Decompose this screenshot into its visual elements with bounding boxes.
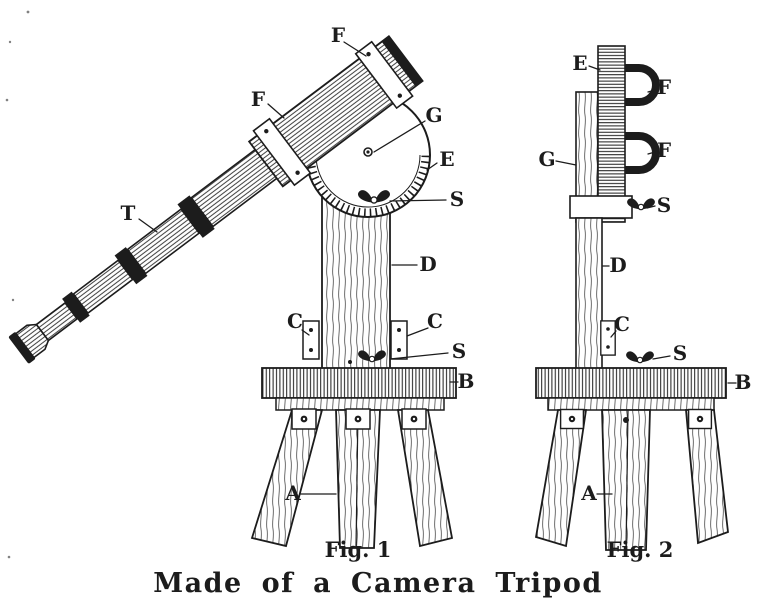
fig2-middle-leg-bolt — [623, 417, 629, 423]
fig1-leg-left — [250, 409, 324, 548]
fig1-telescope-tube — [8, 35, 424, 364]
fig2-tripod-head — [535, 367, 727, 399]
fig2-clamp-top — [625, 64, 660, 106]
fig2-leg-hinge-left — [559, 408, 585, 430]
fig2-leg-left — [534, 409, 588, 548]
fig1-leg-right — [396, 409, 454, 548]
fig1-telescope-on-tripod: F F G E S T D C C S B A — [8, 23, 475, 549]
figure-main-caption: Made of a Camera Tripod — [153, 568, 602, 599]
fig1-label-t: T — [121, 201, 136, 225]
fig2-label-c: C — [614, 312, 630, 336]
fig2-clamp-block — [569, 195, 633, 219]
fig1-label-s-lower: S — [452, 339, 466, 363]
fig2-label-b: B — [735, 370, 752, 394]
fig2-label-e: E — [572, 51, 587, 75]
tube-ring — [62, 291, 90, 323]
fig1-label-e: E — [439, 147, 454, 171]
fig2-label-s-upper: S — [657, 193, 671, 217]
fig1-label-s-upper: S — [450, 187, 464, 211]
fig2-leader-lines — [555, 65, 737, 495]
fig2-label-d: D — [609, 253, 626, 277]
fig1-tripod-legs — [250, 409, 454, 549]
fig2-clamp-mid — [625, 132, 660, 174]
fig1-label-g: G — [425, 103, 442, 127]
fig1-label-a: A — [284, 481, 301, 505]
fig2-post — [575, 217, 603, 379]
fig2-leg-right — [685, 409, 729, 545]
fig1-bracket-right — [390, 320, 408, 360]
fig2-wing-nut-lower — [625, 350, 655, 364]
fig1-leg-hinge-middle — [345, 408, 371, 430]
fig2-label-a: A — [580, 481, 597, 505]
fig1-label-d: D — [419, 252, 436, 276]
fig1-leg-hinge-left — [291, 408, 317, 430]
fig1-leader-lines — [138, 41, 459, 495]
fig1-label-f-mid: F — [251, 87, 265, 111]
clamp-band-lower — [252, 117, 312, 187]
fig1-caption: Fig. 1 — [325, 537, 392, 562]
fig2-caption: Fig. 2 — [607, 537, 674, 562]
fig2-tripod-legs — [534, 409, 729, 551]
fig1-label-c-right: C — [427, 309, 443, 333]
fig1-leg-hinge-right — [401, 408, 427, 430]
fig2-head-underboard — [547, 397, 715, 411]
fig2-label-f-top: F — [657, 75, 671, 99]
fig2-leg-hinge-right — [687, 408, 713, 430]
fig2-bracket — [600, 320, 616, 356]
fig1-label-b: B — [458, 369, 475, 393]
fig2-label-s-lower: S — [673, 341, 687, 365]
tube-ring — [177, 195, 215, 238]
fig2-leg-middle — [601, 409, 651, 551]
eyepiece-cap — [8, 332, 36, 364]
fig2-label-f-mid: F — [657, 138, 671, 162]
fig1-tripod-head — [261, 367, 457, 399]
screw-dot — [348, 360, 352, 364]
tube-ring — [114, 247, 148, 285]
fig1-label-f-top: F — [331, 23, 345, 47]
clamp-band-upper — [354, 40, 414, 110]
fig2-side-view: E F F G S D C S B A — [534, 45, 752, 551]
fig1-head-underboard — [275, 397, 445, 411]
fig1-label-c-left: C — [287, 309, 303, 333]
fig2-label-g: G — [538, 147, 555, 171]
fig1-bracket-left — [302, 320, 320, 360]
print-specks — [5, 10, 30, 559]
